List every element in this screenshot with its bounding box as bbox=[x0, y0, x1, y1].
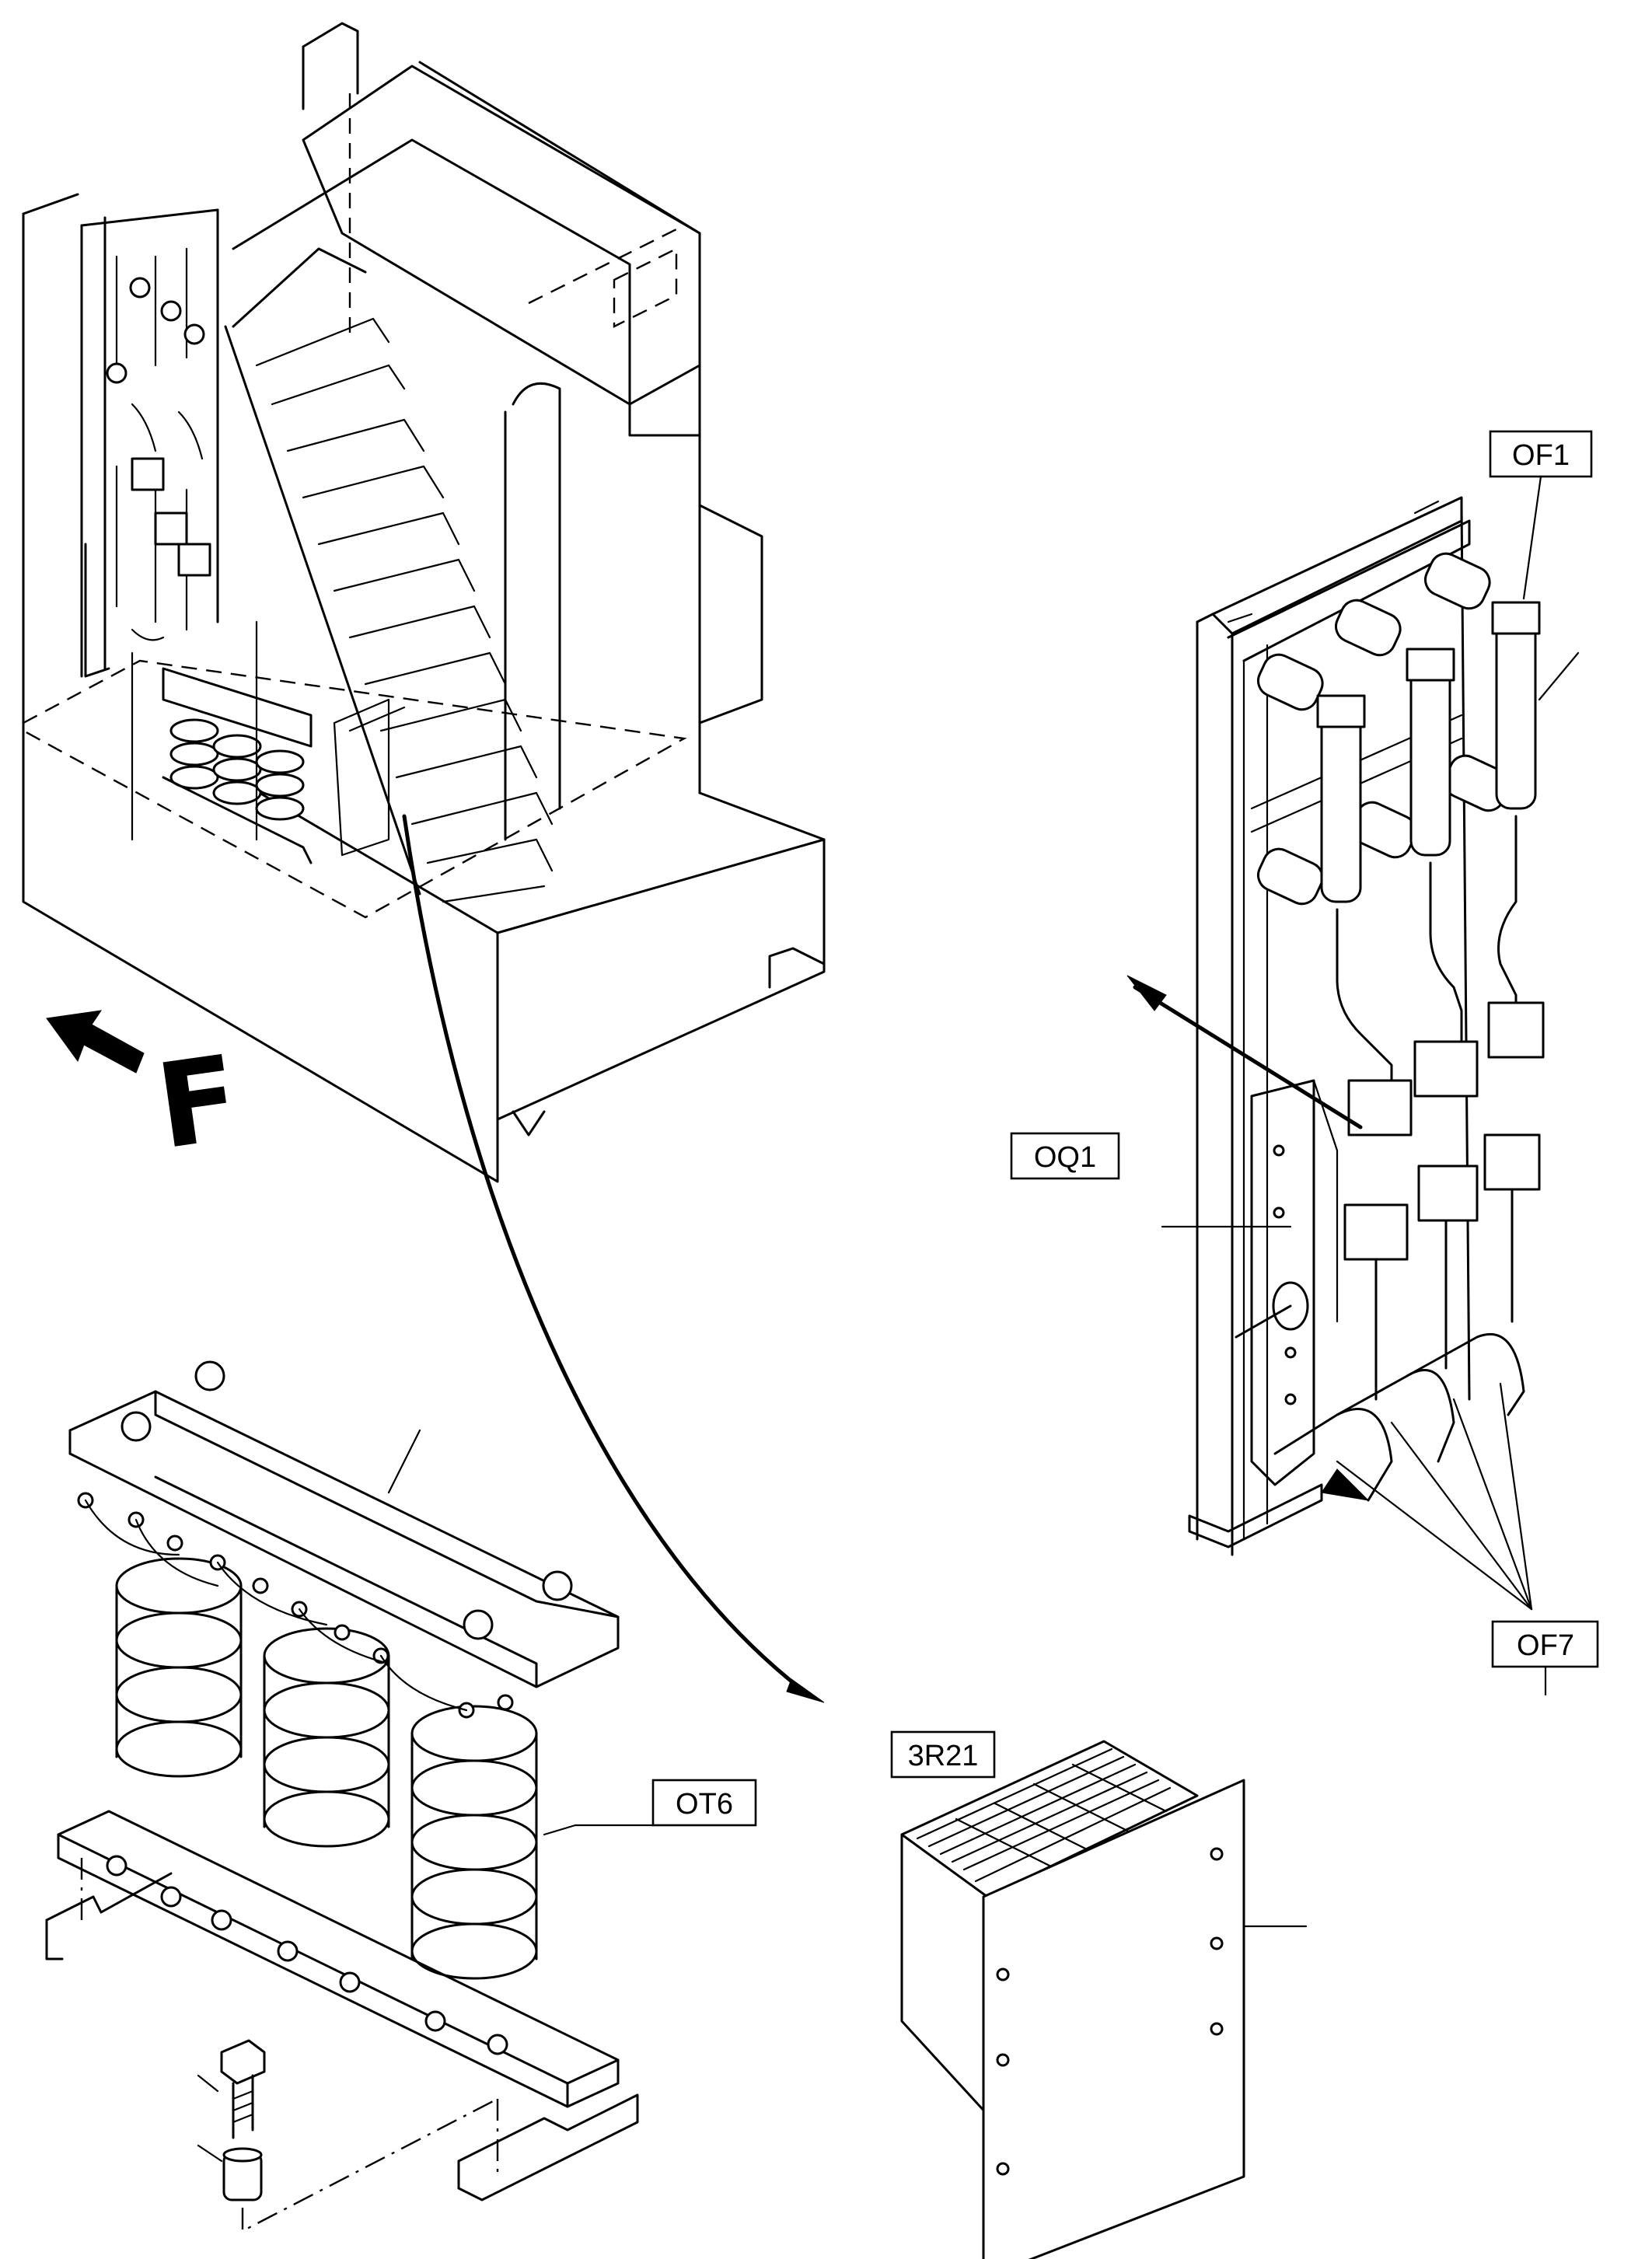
lifting-eye-icon bbox=[194, 1360, 225, 1391]
tag-3r21: 3R21 bbox=[890, 1730, 996, 1779]
transformer-ot6 bbox=[45, 1360, 639, 2233]
view-direction-letter: F bbox=[149, 1031, 247, 1176]
tag-ot6-text: OT6 bbox=[676, 1788, 733, 1821]
resistor-grid bbox=[916, 1747, 1172, 1883]
tag-of7-text: OF7 bbox=[1517, 1629, 1574, 1662]
tag-oq1-text: OQ1 bbox=[1034, 1141, 1096, 1174]
tag-of7: OF7 bbox=[1336, 1382, 1599, 1696]
cabinet-assembly bbox=[22, 22, 826, 1183]
insulator-row bbox=[1256, 552, 1511, 906]
resistor-3r21 bbox=[900, 1740, 1308, 2259]
bolt-and-spacer bbox=[197, 2039, 266, 2201]
fuse-cylinders bbox=[1316, 601, 1541, 903]
tag-of1: OF1 bbox=[1489, 430, 1593, 600]
view-direction-indicator: F bbox=[46, 1010, 247, 1176]
tag-of1-text: OF1 bbox=[1512, 439, 1570, 472]
coil-stack-right bbox=[410, 1705, 538, 1980]
exploded-leader-curve bbox=[402, 814, 811, 1697]
cabinet-transformer bbox=[131, 620, 313, 864]
coil-stack-middle bbox=[263, 1627, 390, 1848]
tag-oq1: OQ1 bbox=[1010, 1132, 1292, 1228]
switch-disconnector-rack bbox=[1126, 496, 1545, 1556]
tag-ot6: OT6 bbox=[543, 1779, 757, 1836]
coil-stack-left bbox=[115, 1557, 243, 1778]
cabinet-switch-rack bbox=[80, 208, 219, 678]
terminal-row bbox=[77, 1492, 514, 1719]
tag-3r21-text: 3R21 bbox=[908, 1740, 979, 1772]
view-arrow-icon bbox=[46, 1010, 145, 1074]
